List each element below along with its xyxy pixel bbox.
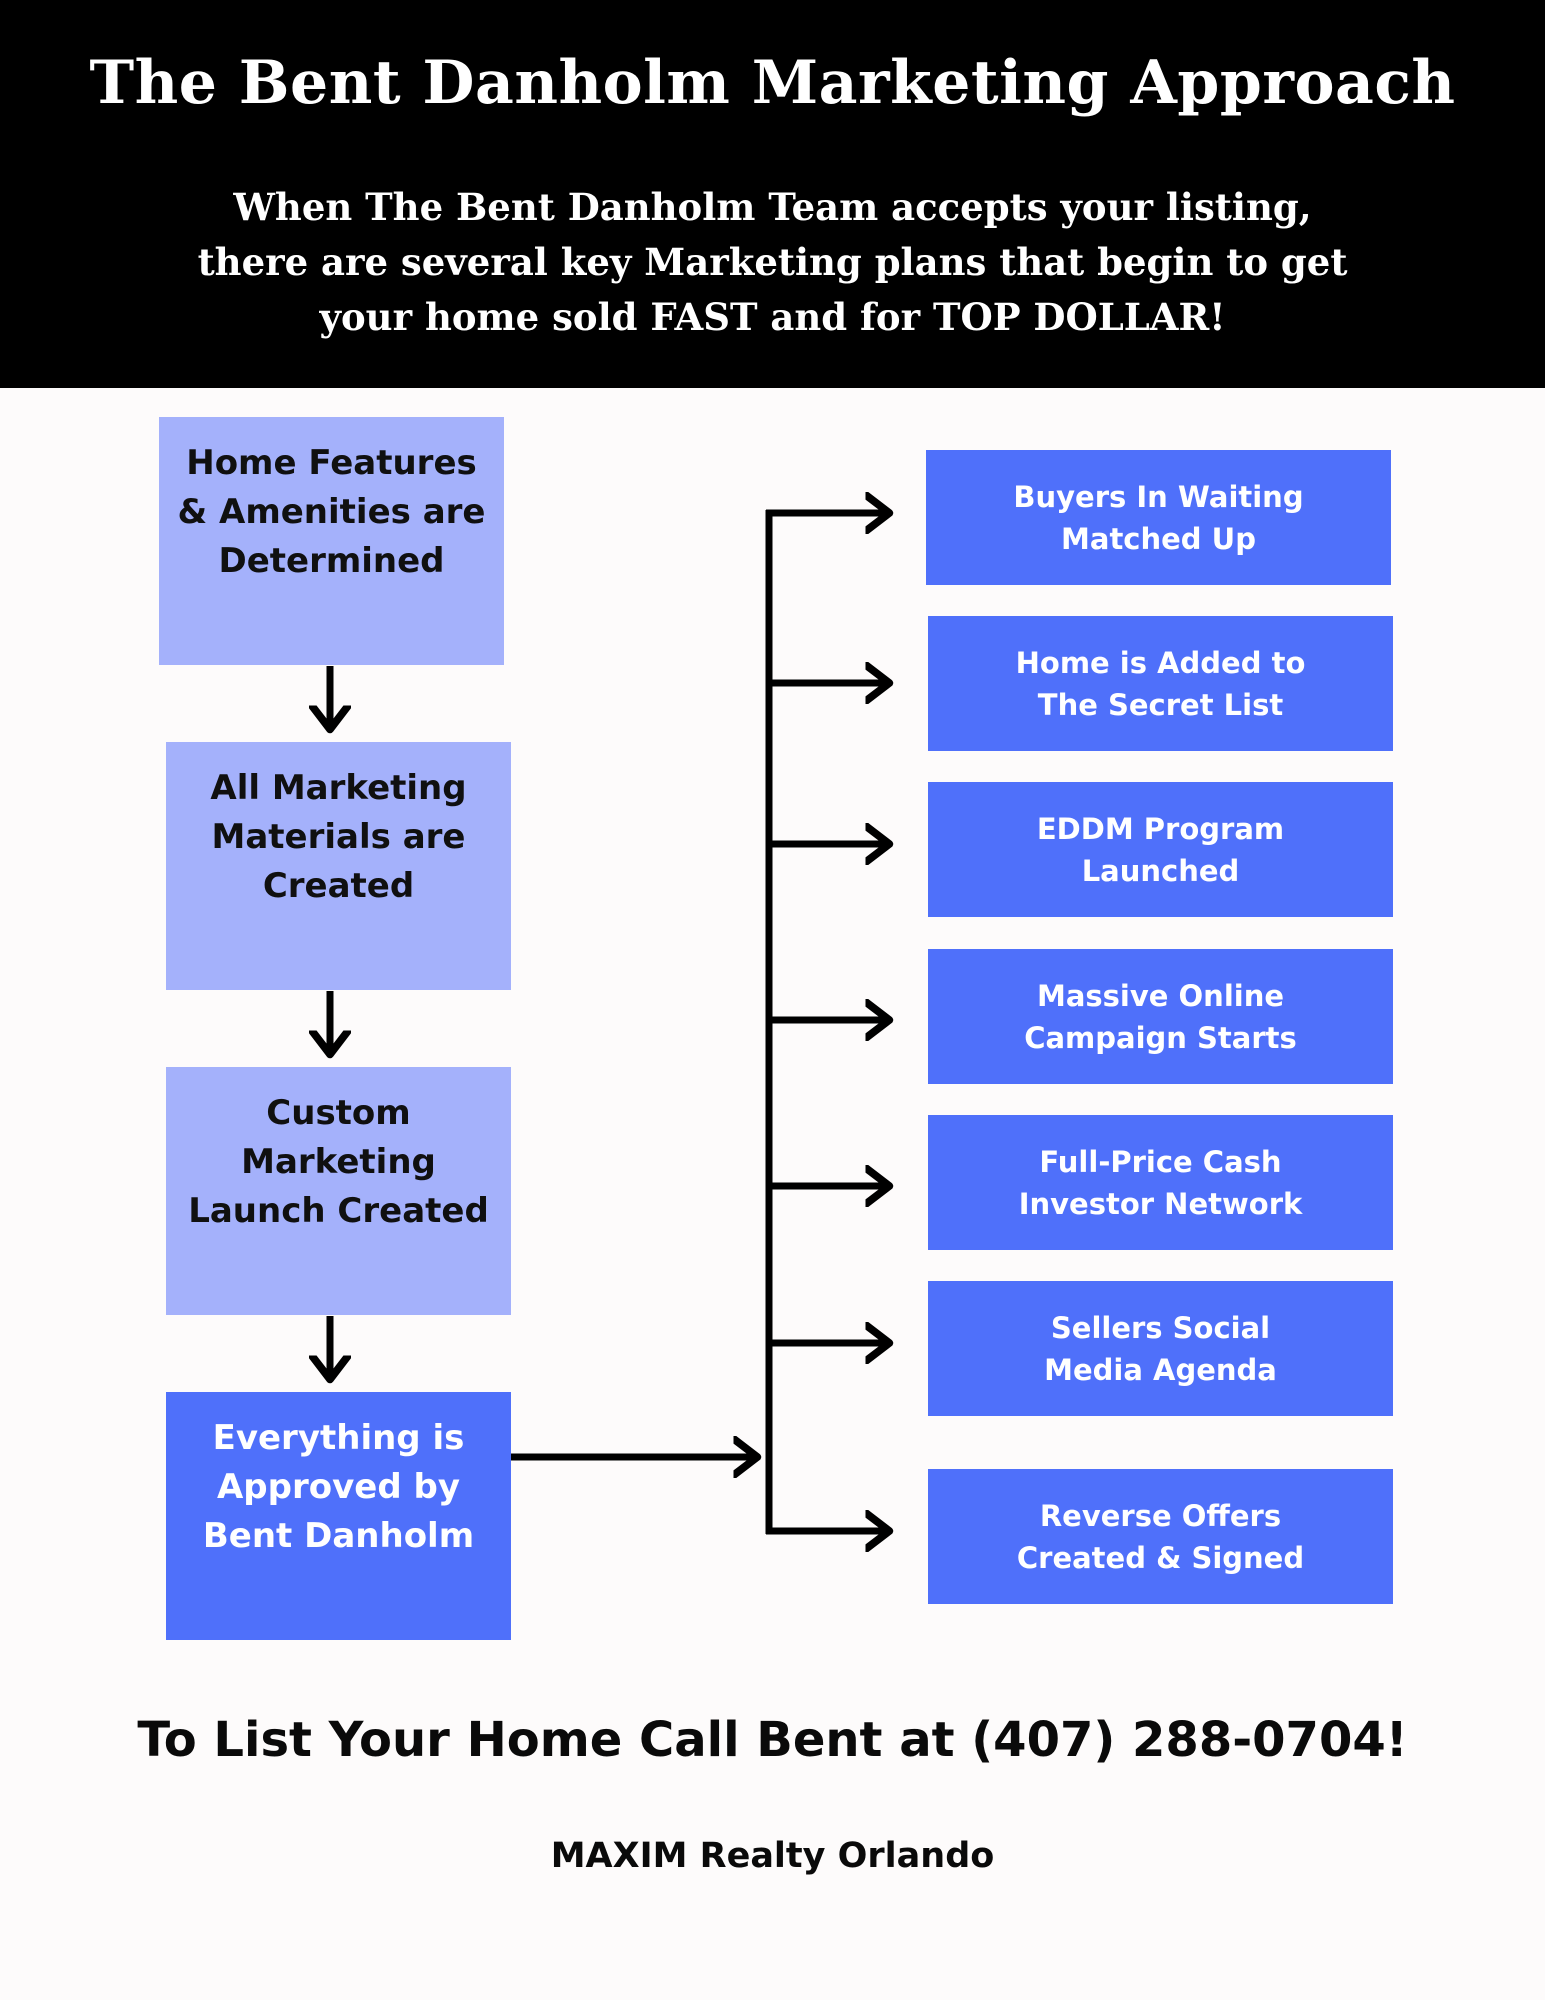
- outcome-text: The Secret List: [1037, 687, 1284, 722]
- step-text: Everything is: [212, 1418, 465, 1458]
- approval-box: Everything is Approved by Bent Danholm: [166, 1392, 511, 1640]
- subtitle-line: there are several key Marketing plans th…: [197, 240, 1348, 284]
- step-box: All Marketing Materials are Created: [166, 742, 511, 990]
- step-text: Created: [262, 866, 415, 906]
- step-text: Home Features: [186, 443, 477, 483]
- step-text: All Marketing: [210, 768, 467, 808]
- subtitle-line: your home sold FAST and for TOP DOLLAR!: [319, 295, 1226, 339]
- outcome-text: Sellers Social: [1050, 1310, 1271, 1345]
- step-box: Custom Marketing Launch Created: [166, 1067, 511, 1315]
- step-text: Approved by: [216, 1467, 460, 1507]
- outcome-box: Reverse Offers Created & Signed: [928, 1469, 1393, 1604]
- outcome-text: Campaign Starts: [1024, 1020, 1297, 1055]
- outcome-text: Reverse Offers: [1039, 1498, 1282, 1533]
- outcome-box: Buyers In Waiting Matched Up: [926, 450, 1391, 585]
- brokerage-name: MAXIM Realty Orlando: [550, 1836, 995, 1876]
- step-text: Custom: [266, 1093, 411, 1133]
- outcome-text: EDDM Program: [1036, 811, 1285, 846]
- outcome-text: Massive Online: [1036, 978, 1285, 1013]
- step-text: & Amenities are: [177, 492, 486, 532]
- step-text: Launch Created: [188, 1191, 489, 1231]
- outcome-text: Buyers In Waiting: [1013, 479, 1304, 514]
- outcome-text: Media Agenda: [1044, 1352, 1277, 1387]
- outcome-box: Massive Online Campaign Starts: [928, 949, 1393, 1084]
- outcome-text: Matched Up: [1061, 521, 1256, 556]
- outcome-text: Investor Network: [1018, 1186, 1303, 1221]
- outcome-box: Sellers Social Media Agenda: [928, 1281, 1393, 1416]
- step-text: Materials are: [211, 817, 466, 857]
- outcome-text: Created & Signed: [1016, 1540, 1305, 1575]
- step-text: Marketing: [241, 1142, 436, 1182]
- outcome-box: Full-Price Cash Investor Network: [928, 1115, 1393, 1250]
- step-box: Home Features & Amenities are Determined: [159, 417, 504, 665]
- step-text: Determined: [218, 541, 445, 581]
- page-title: The Bent Danholm Marketing Approach: [89, 48, 1456, 118]
- subtitle-line: When The Bent Danholm Team accepts your …: [233, 185, 1312, 229]
- outcome-box: Home is Added to The Secret List: [928, 616, 1393, 751]
- outcome-text: Home is Added to: [1015, 645, 1306, 680]
- outcome-text: Launched: [1081, 853, 1240, 888]
- outcome-text: Full-Price Cash: [1039, 1144, 1282, 1179]
- header-banner: The Bent Danholm Marketing Approach When…: [0, 0, 1545, 388]
- step-text: Bent Danholm: [202, 1516, 475, 1556]
- page-subtitle: When The Bent Danholm Team accepts your …: [0, 180, 1545, 345]
- outcome-box: EDDM Program Launched: [928, 782, 1393, 917]
- call-to-action: To List Your Home Call Bent at (407) 288…: [137, 1712, 1408, 1768]
